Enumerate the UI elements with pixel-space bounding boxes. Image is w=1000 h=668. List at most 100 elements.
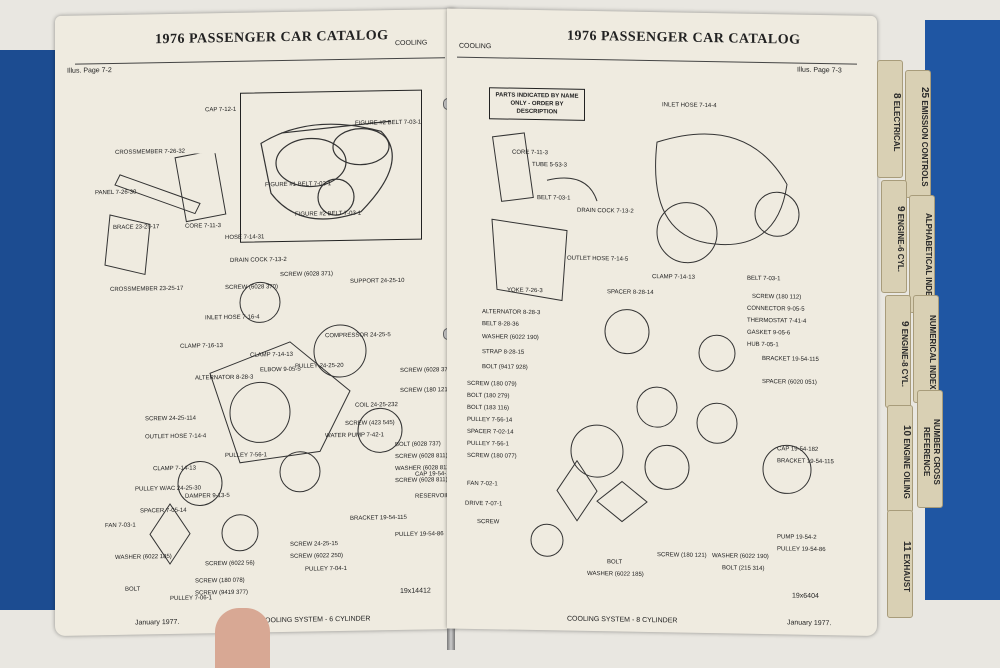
tab-number-cross-reference[interactable]: NUMBER CROSS REFERENCE [917,390,943,508]
part-label: SCREW [477,519,500,526]
tab-label: ENGINE OILING [902,438,911,499]
part-label: OUTLET HOSE 7-14-4 [145,433,207,441]
tab-number: 25 [919,87,930,99]
part-label: PULLEY 7-56-1 [467,440,509,448]
part-label: BRACKET 19-54-115 [350,514,407,522]
part-label: PULLEY 24-25-20 [295,362,344,370]
part-label: CLAMP 7-16-13 [180,343,223,350]
part-label: BRACKET 19-54-115 [777,458,834,466]
part-label: CAP 7-12-1 [205,106,237,114]
tab-label: ENGINE-6 CYL. [896,214,905,273]
part-label: FAN 7-03-1 [105,522,136,530]
part-label: BOLT (9417 928) [482,364,528,371]
part-label: BOLT [125,586,141,593]
binder-left [0,50,60,610]
tab-engine-oiling[interactable]: 10 ENGINE OILING [887,405,913,513]
right-illus-ref: Illus. Page 7-3 [797,66,842,75]
part-label: WASHER (6022 190) [482,334,539,342]
part-label: PULLEY 7-06-1 [170,595,212,602]
part-label: FAN 7-02-1 [467,480,498,488]
part-label: BRACKET 19-54-115 [762,355,819,363]
part-label: SCREW (180 077) [467,452,517,460]
part-label: DRAIN COCK 7-13-2 [577,207,634,215]
part-label: PANEL 7-26-30 [95,189,137,197]
tab-label: ELECTRICAL [892,100,901,152]
part-label: GASKET 9-05-6 [747,329,791,337]
left-illus-ref: Illus. Page 7-2 [67,67,112,75]
part-label: SPACER 7-02-14 [467,428,514,436]
part-label: SCREW (180 121) [400,387,450,394]
thumb [215,608,270,668]
part-label: CLAMP 7-14-13 [652,274,695,281]
part-label: INLET HOSE 7-14-4 [662,102,717,110]
part-label: YOKE 7-26-3 [507,287,543,295]
part-label: WASHER (6022 185) [587,570,644,578]
part-label: BELT 8-28-36 [482,321,519,328]
right-page-title: 1976 PASSENGER CAR CATALOG [567,28,801,48]
right-page: COOLING 1976 PASSENGER CAR CATALOG Illus… [447,8,877,636]
tab-engine-8[interactable]: 9 ENGINE-8 CYL. [885,295,911,408]
part-label: DRIVE 7-07-1 [465,500,503,508]
catalog-book: 1976 PASSENGER CAR CATALOG COOLING Illus… [55,8,945,650]
part-label: FIGURE #2 BELT 7-03-1 [295,210,362,218]
part-label: SCREW (6028 371) [280,271,334,279]
part-label: PULLEY 19-54-86 [395,531,444,539]
left-footer-system: COOLING SYSTEM - 6 CYLINDER [260,615,371,625]
part-label: ALTERNATOR 8-28-3 [195,374,254,382]
right-header-rule [457,56,857,65]
part-label: TUBE 5-53-3 [532,161,568,169]
section-tabs: 8 ELECTRICAL 25 EMISSION CONTROLS 9 ENGI… [877,30,967,630]
part-label: BOLT (215 314) [722,565,765,573]
part-label: PULLEY 7-56-14 [467,416,513,424]
figure-number: 19x14412 [400,587,431,595]
part-label: ALTERNATOR 8-28-3 [482,309,541,317]
part-label: SCREW (6028 370) [400,367,454,374]
tab-engine-6[interactable]: 9 ENGINE-6 CYL. [881,180,907,293]
part-label: CLAMP 7-14-13 [153,465,196,473]
part-label: BELT 7-03-1 [537,195,571,202]
part-label: SCREW (6028 811) [395,453,448,461]
tab-label: ENGINE-8 CYL. [900,329,909,388]
part-label: SPACER (6020 051) [762,378,817,386]
part-label: INLET HOSE 7-16-4 [205,314,260,322]
part-label: PULLEY 19-54-86 [777,546,826,554]
part-label: PUMP 19-54-2 [777,534,817,541]
part-label: BELT 7-03-1 [747,275,781,283]
part-label: DAMPER 9-13-5 [185,492,230,500]
part-label: FIGURE #1 BELT 7-03-1 [265,181,332,189]
left-header-rule [75,57,445,65]
part-label: CORE 7-11-3 [185,223,221,230]
left-figure-inset [240,89,422,243]
part-label: SCREW 24-25-15 [290,541,339,548]
engine-belt-drawing [260,120,393,220]
right-page-section: COOLING [459,42,492,51]
part-label: COMPRESSOR 24-25-5 [325,332,391,340]
order-notice: PARTS INDICATED BY NAME ONLY - ORDER BY … [489,87,585,121]
left-footer-date: January 1977. [135,618,180,627]
tab-label: NUMBER CROSS REFERENCE [922,419,941,485]
tab-exhaust[interactable]: 11 EXHAUST [887,510,913,618]
part-label: COIL 24-25-232 [355,402,398,409]
tab-electrical[interactable]: 8 ELECTRICAL [877,60,903,178]
tab-numerical-index[interactable]: NUMERICAL INDEX [913,295,939,403]
part-label: PULLEY W/AC 24-25-30 [135,485,201,493]
part-label: WASHER (6022 185) [115,553,172,561]
part-label: HUB 7-05-1 [747,341,779,349]
tab-alphabetical-index[interactable]: ALPHABETICAL INDEX [909,195,935,313]
part-label: STRAP 8-28-15 [482,349,525,356]
part-label: SCREW (180 079) [467,380,517,388]
part-label: SUPPORT 24-25-10 [350,277,405,285]
part-label: BOLT (180 279) [467,392,510,400]
part-label: PULLEY 7-56-1 [225,452,267,460]
part-label: HOSE 7-14-31 [225,234,265,242]
tab-number: 8 [891,92,902,99]
tab-number: 10 [901,425,912,437]
tab-label: EMISSION CONTROLS [920,100,929,187]
part-label: CROSSMEMBER 7-26-32 [115,148,186,156]
tab-emission-controls[interactable]: 25 EMISSION CONTROLS [905,70,931,198]
part-label: CORE 7-11-3 [512,149,548,157]
part-label: WATER PUMP 7-42-1 [325,432,384,440]
part-label: SCREW (180 121) [657,552,707,560]
part-label: BOLT (6028 737) [395,441,441,449]
tab-number: 9 [895,206,906,213]
